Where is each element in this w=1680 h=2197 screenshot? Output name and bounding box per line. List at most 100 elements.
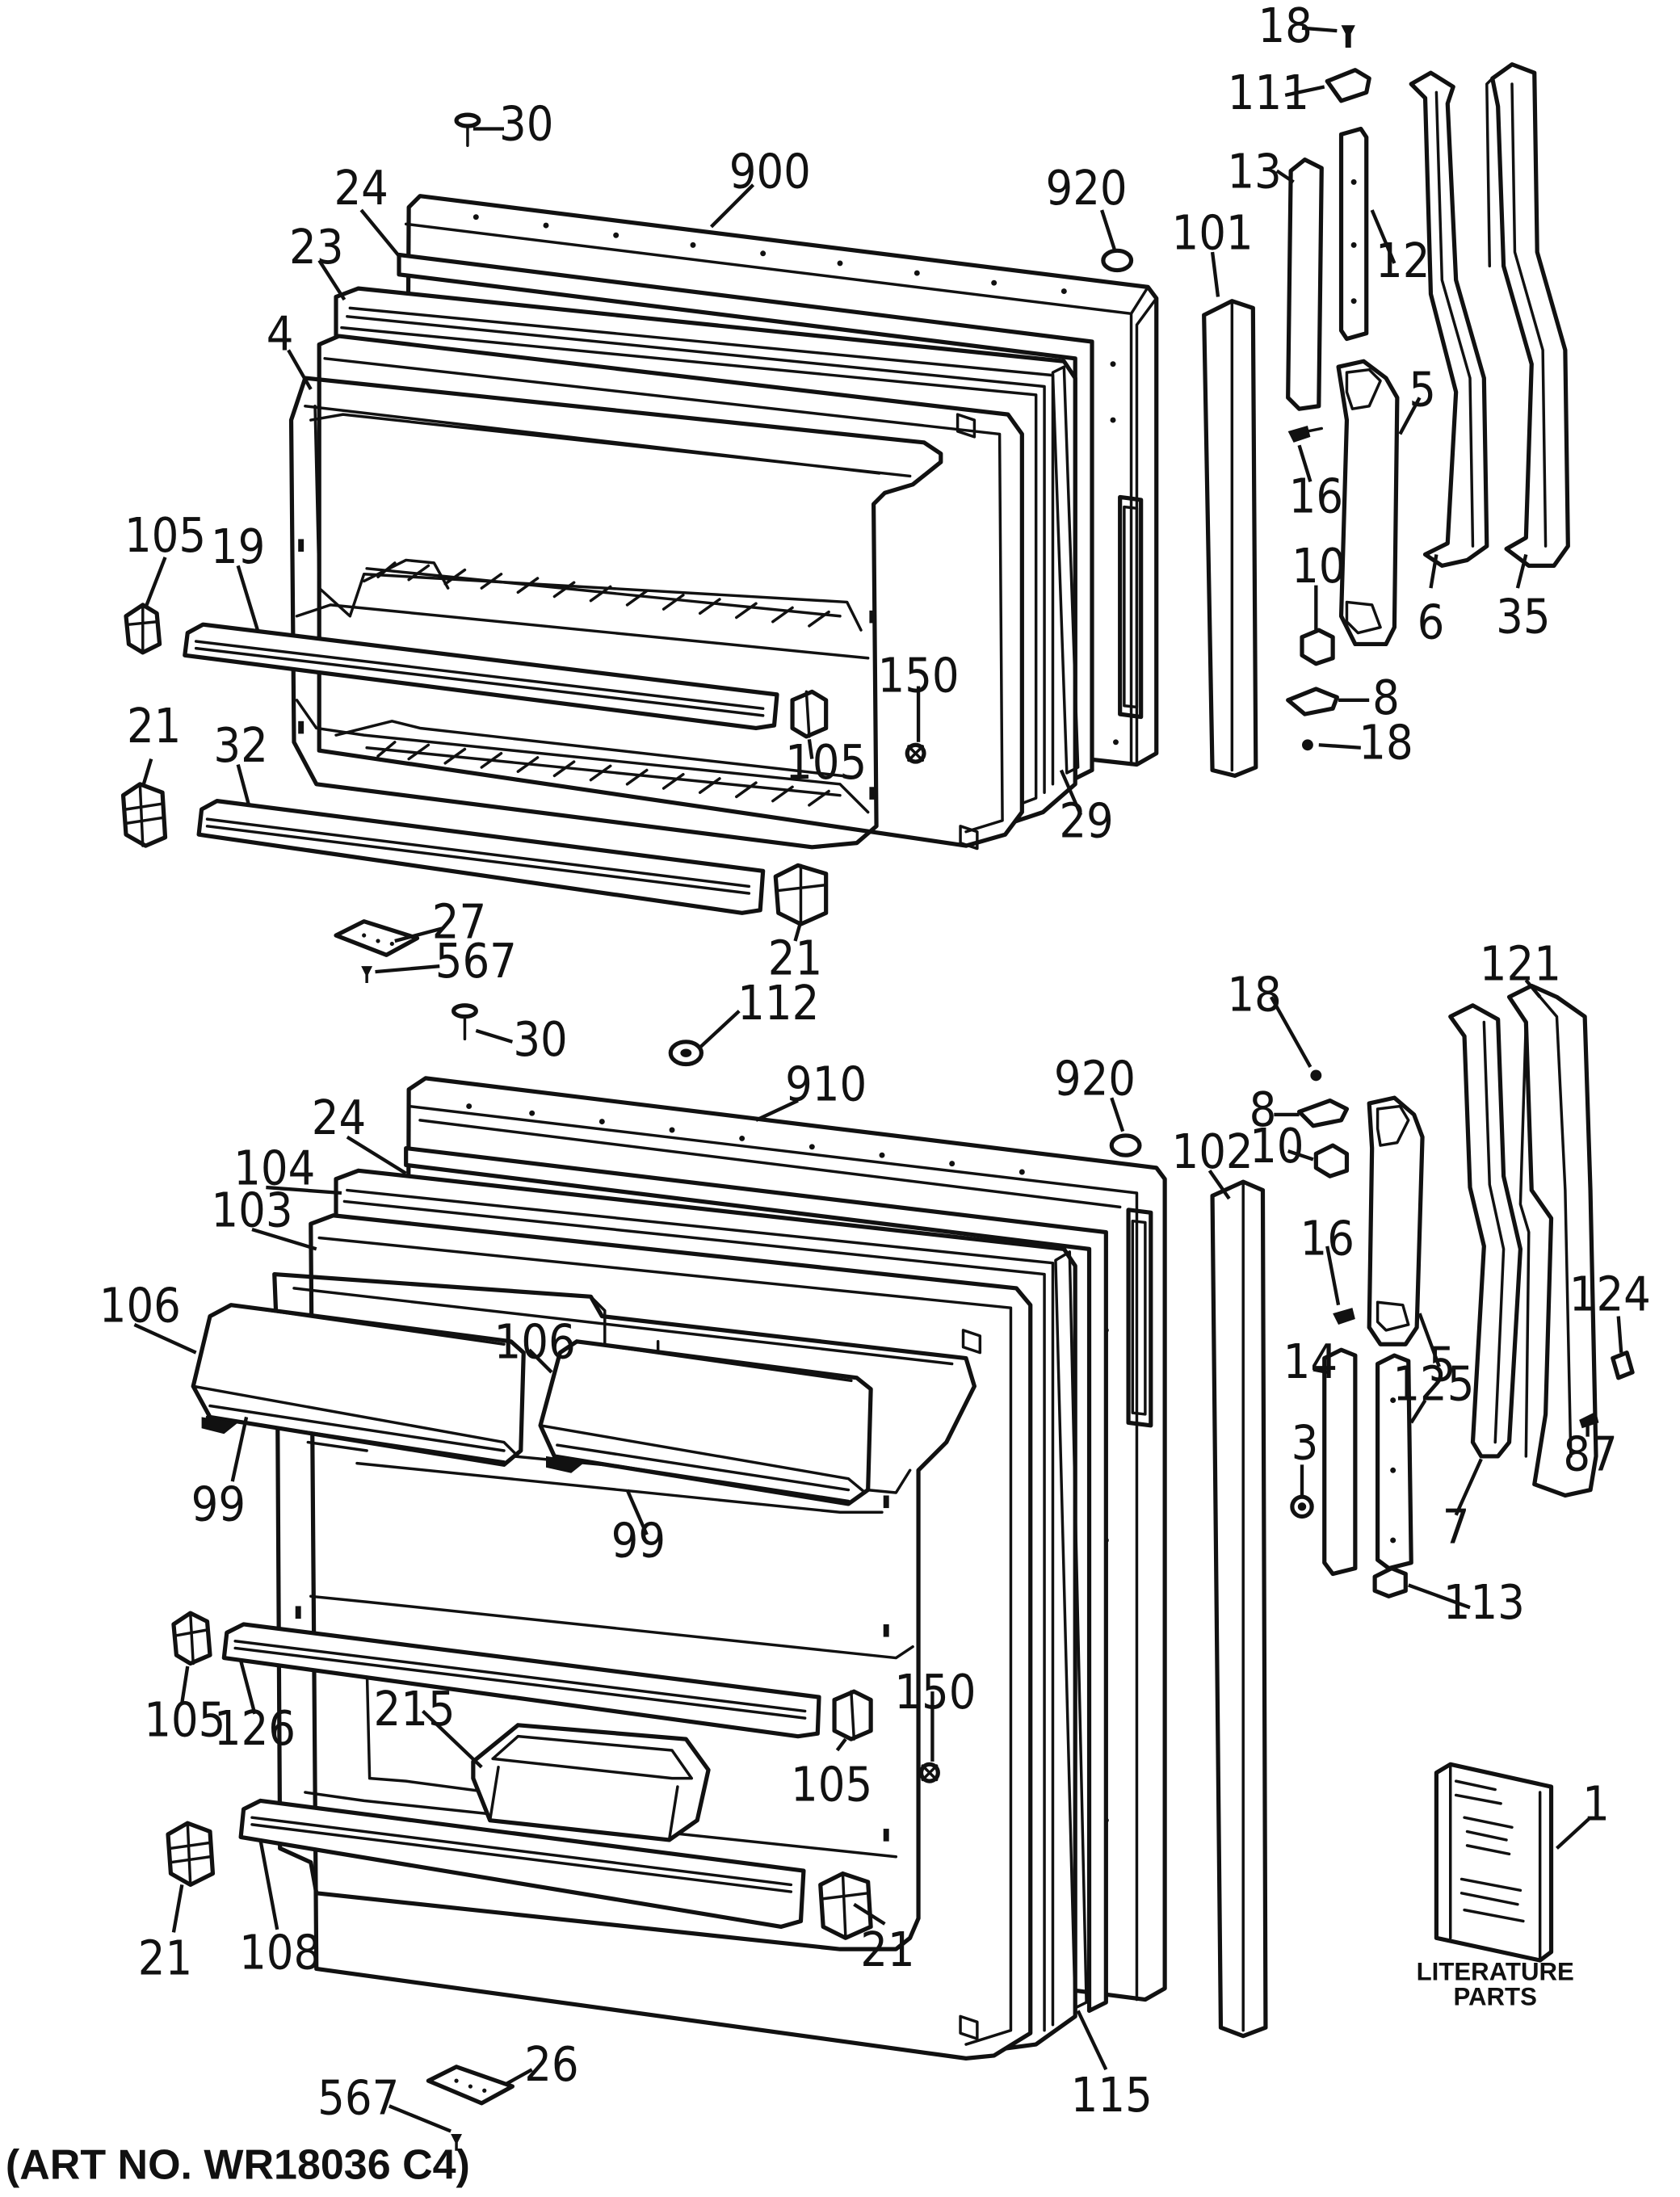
callout-105-ff: 105 xyxy=(144,1692,225,1748)
callout-18: 18 xyxy=(1258,0,1312,53)
callout-113: 113 xyxy=(1443,1574,1525,1630)
callout-215: 215 xyxy=(373,1681,455,1737)
fresh-food-stop-bar-7 xyxy=(1448,1003,1522,1459)
callout-7: 7 xyxy=(1443,1498,1470,1554)
callout-19: 19 xyxy=(211,519,265,574)
callout-21-right: 21 xyxy=(768,930,822,986)
callout-5-ff: 5 xyxy=(1428,1336,1455,1392)
fresh-food-plug-112 xyxy=(668,1040,704,1067)
freezer-handle-5 xyxy=(1336,359,1400,647)
fresh-food-cap-10 xyxy=(1313,1143,1350,1178)
callout-10-ff: 10 xyxy=(1250,1118,1304,1174)
callout-99: 99 xyxy=(191,1477,246,1532)
callout-13: 13 xyxy=(1227,143,1281,199)
callout-111: 111 xyxy=(1228,65,1309,120)
callout-106-right: 106 xyxy=(494,1314,576,1370)
freezer-handle-trim xyxy=(1202,299,1258,779)
freezer-cap-10 xyxy=(1300,628,1335,666)
fresh-food-breaker-strip xyxy=(404,1145,1108,2014)
fresh-food-shelf-bar-108 xyxy=(238,1798,806,1930)
fresh-food-plug-3 xyxy=(1290,1494,1314,1519)
callout-567-ff: 567 xyxy=(317,2070,399,2126)
callout-12: 12 xyxy=(1376,233,1430,288)
callout-900: 900 xyxy=(729,143,811,199)
callout-115: 115 xyxy=(1071,2067,1153,2123)
fresh-food-handle-cover-14 xyxy=(1322,1347,1358,1577)
callout-102: 102 xyxy=(1171,1124,1253,1179)
freezer-shelf-clip-21-left xyxy=(120,782,168,848)
fresh-food-plug-920 xyxy=(1109,1133,1142,1157)
callout-101: 101 xyxy=(1171,205,1253,261)
callout-104: 104 xyxy=(233,1141,315,1196)
fresh-food-screw-567 xyxy=(451,2133,462,2151)
callout-5: 5 xyxy=(1409,362,1436,418)
freezer-inner-door-liner xyxy=(288,334,1024,851)
callout-16-ff: 16 xyxy=(1300,1210,1354,1266)
callout-112: 112 xyxy=(737,975,819,1031)
fresh-food-shelf-clip-21-left xyxy=(166,1821,216,1888)
freezer-shelf-bar-19 xyxy=(183,622,779,731)
freezer-leader-lines xyxy=(141,26,1528,974)
fresh-food-screw-18 xyxy=(1310,1069,1322,1082)
freezer-screw-16 xyxy=(1287,426,1323,443)
fresh-food-clip-8 xyxy=(1296,1098,1350,1128)
callout-4: 4 xyxy=(267,305,294,361)
callout-87: 87 xyxy=(1563,1426,1617,1481)
callout-26: 26 xyxy=(524,2036,578,2092)
fresh-food-dairy-door-right-106 xyxy=(538,1339,873,1506)
fresh-food-gasket-strip-115 xyxy=(1054,1250,1088,2010)
callout-16: 16 xyxy=(1289,468,1343,523)
freezer-plug-30 xyxy=(454,112,481,148)
freezer-shelf-clip-21-right xyxy=(773,863,829,926)
freezer-callout-labels: 18 111 30 900 920 13 12 24 101 23 4 5 16… xyxy=(124,0,1551,989)
freezer-hinge-bar-35 xyxy=(1485,62,1570,568)
callout-125: 125 xyxy=(1392,1356,1474,1412)
fresh-food-bin-215 xyxy=(471,1723,711,1842)
fresh-food-screw-16 xyxy=(1333,1308,1355,1325)
literature-booklet: LITERATURE PARTS xyxy=(1417,1762,1574,2010)
callout-910: 910 xyxy=(785,1056,867,1112)
fresh-food-shelf-clip-21-right xyxy=(818,1871,873,1940)
callout-108: 108 xyxy=(239,1924,321,1980)
callout-124: 124 xyxy=(1569,1267,1651,1322)
fresh-food-callout-labels: 121 18 30 112 8 910 920 10 102 24 104 10… xyxy=(99,936,1651,2126)
callout-126: 126 xyxy=(214,1700,296,1756)
fresh-food-shelf-clip-105-left xyxy=(171,1611,212,1666)
callout-105-ff-right: 105 xyxy=(791,1756,872,1812)
freezer-screw-567 xyxy=(361,966,373,983)
fresh-food-hinge-bar-121 xyxy=(1506,983,1598,1498)
callout-150-ff: 150 xyxy=(894,1664,976,1720)
callout-8: 8 xyxy=(1372,670,1400,725)
callout-14: 14 xyxy=(1283,1334,1338,1389)
literature-caption-line-1: LITERATURE xyxy=(1417,1957,1574,1985)
art-number: (ART NO. WR18036 C4) xyxy=(6,2141,470,2188)
callout-24-ff: 24 xyxy=(312,1090,366,1145)
callout-1: 1 xyxy=(1582,1776,1610,1832)
freezer-clip-8 xyxy=(1286,687,1339,716)
fresh-food-plug-30 xyxy=(452,1003,478,1041)
callout-6: 6 xyxy=(1418,594,1445,650)
freezer-hinge-plate-27 xyxy=(334,919,420,957)
callout-30-ff: 30 xyxy=(513,1011,567,1067)
freezer-shelf-clip-105-left xyxy=(124,603,162,655)
fresh-food-clip-124 xyxy=(1611,1351,1635,1380)
callout-21: 21 xyxy=(127,698,181,754)
literature-caption-line-2: PARTS xyxy=(1454,1982,1537,2010)
freezer-hinge-111 xyxy=(1325,68,1371,103)
fresh-food-clip-113 xyxy=(1372,1566,1408,1598)
callout-18-ff: 18 xyxy=(1227,967,1281,1023)
fresh-food-hinge-plate-26 xyxy=(426,2065,514,2106)
callout-21-ff: 21 xyxy=(138,1930,192,1985)
callout-30: 30 xyxy=(499,95,553,151)
callout-567: 567 xyxy=(435,933,517,989)
freezer-stop-bar-6 xyxy=(1409,70,1489,568)
callout-3: 3 xyxy=(1292,1414,1319,1470)
fresh-food-dairy-door-left-106 xyxy=(191,1303,526,1467)
callout-121: 121 xyxy=(1480,936,1561,992)
callout-8-ff: 8 xyxy=(1250,1082,1277,1137)
fresh-food-handle-5 xyxy=(1367,1095,1425,1346)
callout-99-right: 99 xyxy=(611,1513,666,1569)
freezer-plug-920 xyxy=(1101,248,1134,273)
fresh-food-handle-trim xyxy=(1210,1179,1268,2039)
fresh-food-door-assembly xyxy=(166,983,1635,2151)
